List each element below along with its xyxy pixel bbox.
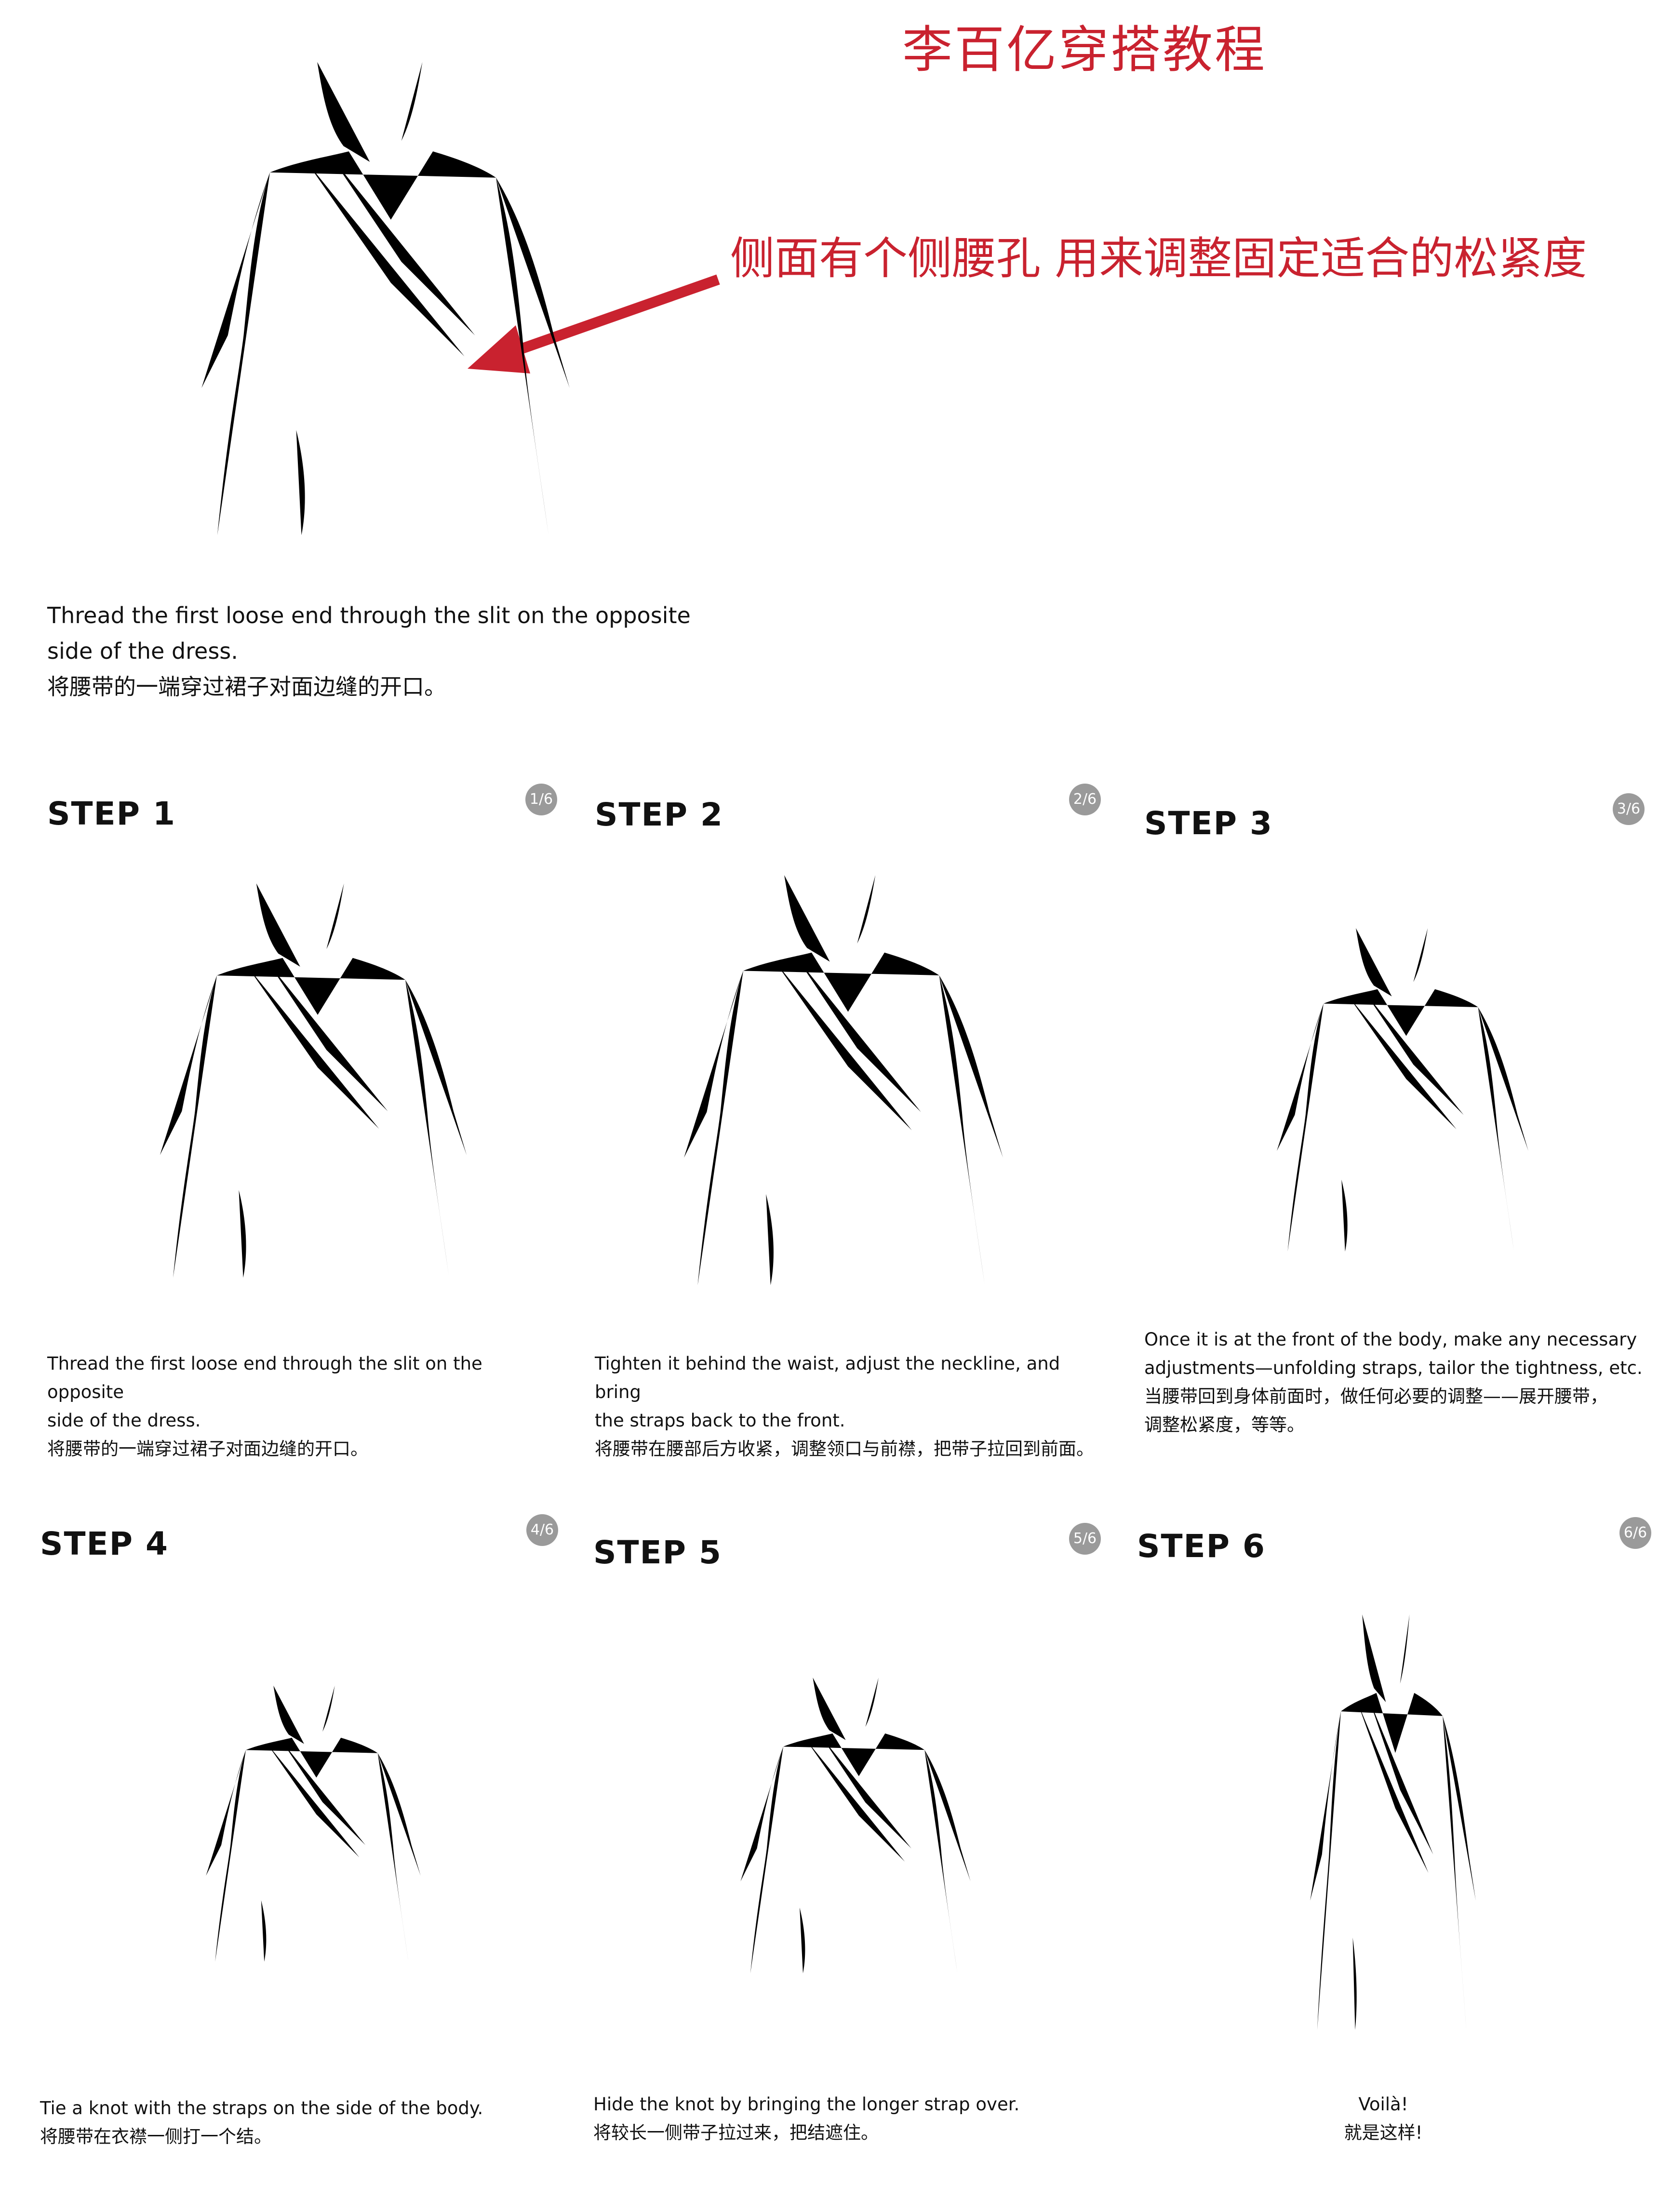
step-5-caption-zh: 将较长一侧带子拉过来，把结遮住。 <box>593 2122 879 2143</box>
step-1-caption: Thread the first loose end through the s… <box>47 1349 558 1463</box>
step-6-caption-en: Voilà! <box>1358 2094 1408 2115</box>
step-4-label: STEP 4 <box>40 1525 169 1562</box>
arrow-icon <box>468 274 720 373</box>
step-6-caption-zh: 就是这样! <box>1344 2122 1423 2143</box>
intro-caption-en-2: side of the dress. <box>47 638 238 664</box>
step-3-label: STEP 3 <box>1144 805 1273 842</box>
page-title: 李百亿穿搭教程 <box>902 20 1267 79</box>
step-4-illustration <box>145 1610 482 2053</box>
intro-illustration <box>96 0 675 545</box>
step-1-illustration <box>72 872 554 1311</box>
step-3-caption-zh-2: 调整松紧度，等等。 <box>1144 1414 1305 1435</box>
step-3-illustration <box>1205 882 1600 1316</box>
step-6-label: STEP 6 <box>1137 1528 1266 1565</box>
step-3-caption-zh: 当腰带回到身体前面时，做任何必要的调整——展开腰带， <box>1144 1386 1608 1407</box>
step-5-badge: 5/6 <box>1069 1523 1101 1555</box>
intro-caption-zh: 将腰带的一端穿过裙子对面边缝的开口。 <box>47 674 446 700</box>
step-4-badge: 4/6 <box>526 1514 558 1546</box>
step-1-badge: 1/6 <box>525 784 557 815</box>
step-2-caption-zh: 将腰带在腰部后方收紧，调整领口与前襟，把带子拉回到前面。 <box>595 1439 1094 1459</box>
step-1-caption-zh: 将腰带的一端穿过裙子对面边缝的开口。 <box>47 1439 368 1459</box>
step-2-badge: 2/6 <box>1069 784 1101 815</box>
intro-caption-en-1: Thread the first loose end through the s… <box>47 602 691 628</box>
annotation-text: 侧面有个侧腰孔 用来调整固定适合的松紧度 <box>730 233 1587 284</box>
step-1-caption-en-2: side of the dress. <box>47 1410 201 1431</box>
step-4-caption: Tie a knot with the straps on the side o… <box>40 2094 551 2151</box>
step-6-caption: Voilà! 就是这样! <box>1205 2090 1562 2147</box>
step-5-caption-en: Hide the knot by bringing the longer str… <box>593 2094 1020 2115</box>
step-3-caption: Once it is at the front of the body, mak… <box>1144 1325 1655 1439</box>
step-3-caption-en: Once it is at the front of the body, mak… <box>1144 1329 1637 1350</box>
step-5-illustration <box>675 1614 1036 2053</box>
step-3-caption-en-2: adjustments—unfolding straps, tailor the… <box>1144 1358 1643 1378</box>
step-6-badge: 6/6 <box>1619 1517 1651 1549</box>
step-4-caption-en: Tie a knot with the straps on the side o… <box>40 2098 483 2119</box>
step-4-caption-zh: 将腰带在衣襟一侧打一个结。 <box>40 2126 272 2147</box>
step-2-caption-en: Tighten it behind the waist, adjust the … <box>595 1353 1060 1402</box>
step-2-label: STEP 2 <box>595 796 723 833</box>
step-1-caption-en: Thread the first loose end through the s… <box>47 1353 482 1402</box>
step-6-illustration <box>1263 1614 1523 2053</box>
step-2-caption: Tighten it behind the waist, adjust the … <box>595 1349 1106 1463</box>
step-3-badge: 3/6 <box>1613 793 1645 825</box>
step-5-caption: Hide the knot by bringing the longer str… <box>593 2090 1104 2147</box>
step-5-label: STEP 5 <box>593 1534 722 1571</box>
step-2-caption-en-2: the straps back to the front. <box>595 1410 845 1431</box>
step-2-illustration <box>593 872 1094 1311</box>
intro-caption: Thread the first loose end through the s… <box>47 598 722 705</box>
step-1-label: STEP 1 <box>47 795 176 832</box>
